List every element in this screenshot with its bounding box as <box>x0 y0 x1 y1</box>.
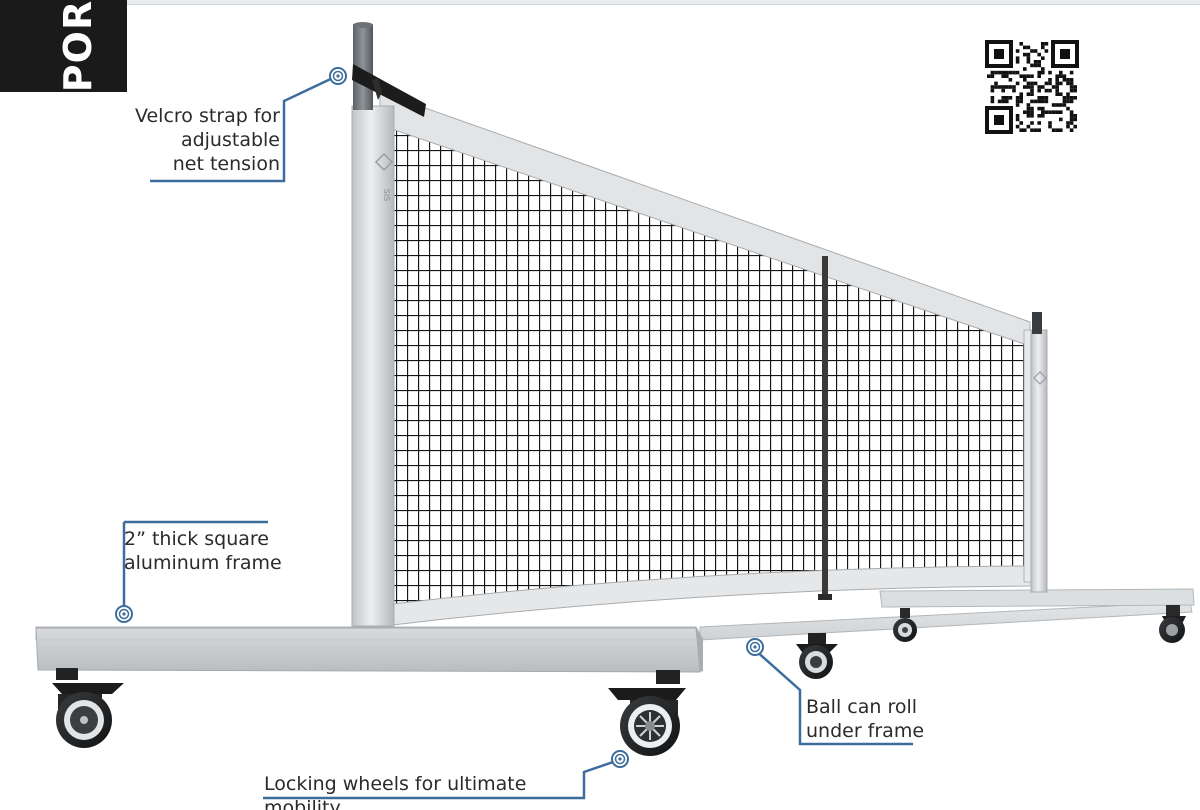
svg-text:SIS: SIS <box>382 189 391 202</box>
wheel-middle <box>796 633 838 679</box>
callout-velcro-strap: Velcro strap for adjustable net tension <box>134 105 280 175</box>
wheel-front-left <box>52 668 124 748</box>
callout-ball-roll: Ball can roll under frame <box>806 696 925 742</box>
net-logo-badge: SIS <box>374 152 394 202</box>
callout-leaders <box>122 74 913 800</box>
wheel-far-middle <box>893 608 917 642</box>
qr-code-icon <box>985 40 1079 134</box>
right-post <box>1030 312 1048 593</box>
leader-velcro <box>150 74 338 183</box>
left-post: SIS <box>351 22 426 627</box>
wheel-front-right <box>608 670 686 756</box>
net-mesh <box>379 91 1035 627</box>
callout-locking-wheels: Locking wheels for ultimate mobility <box>264 773 527 810</box>
target-circle-icon <box>115 605 133 623</box>
target-circle-icon <box>329 67 347 85</box>
page-top-border <box>0 0 1200 5</box>
callout-aluminum-frame: 2” thick square aluminum frame <box>124 528 282 574</box>
wheel-far-right <box>1159 605 1186 643</box>
target-circle-icon <box>746 638 764 656</box>
section-tab: POR <box>0 0 127 92</box>
frame-back-rail <box>699 588 1195 641</box>
target-circle-icon <box>611 750 629 768</box>
leader-wheels <box>263 758 620 800</box>
leader-ball <box>754 649 913 746</box>
frame-front-rail <box>35 626 704 673</box>
